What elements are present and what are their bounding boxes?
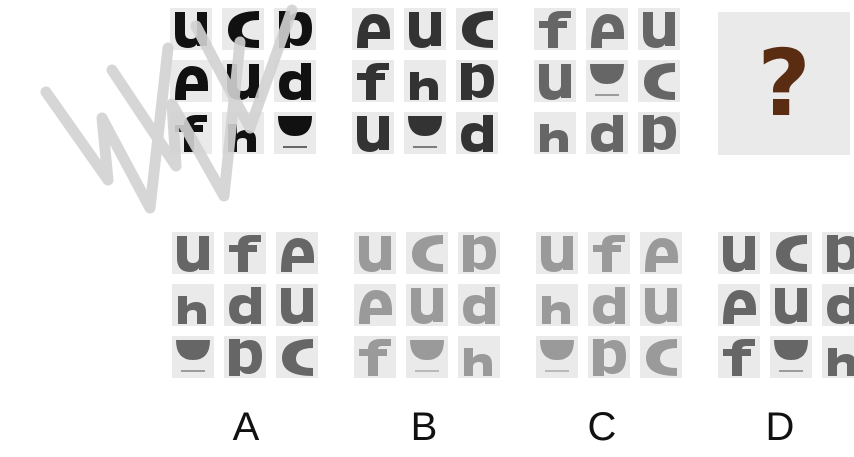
glyph-cell-h — [172, 284, 214, 326]
glyph-cell-a — [170, 8, 212, 50]
glyph-cell-f — [352, 60, 394, 102]
glyph-cell-h — [458, 336, 500, 378]
glyph-cell-bowl — [770, 336, 812, 378]
glyph-cell-p — [274, 8, 316, 50]
glyph-cell-h — [534, 112, 576, 154]
glyph-cell-d — [586, 112, 628, 154]
glyph-cell-p — [458, 232, 500, 274]
glyph-cell-h — [536, 284, 578, 326]
glyph-cell-e — [276, 232, 318, 274]
glyph-cell-c — [406, 232, 448, 274]
glyph-cell-d — [456, 112, 498, 154]
glyph-cell-e — [718, 284, 760, 326]
glyph-cell-c — [276, 336, 318, 378]
glyph-cell-a — [640, 284, 682, 326]
glyph-cell-p — [822, 232, 854, 274]
glyph-cell-d — [274, 60, 316, 102]
question-mark: ? — [757, 38, 810, 130]
glyph-cell-d — [822, 284, 854, 326]
glyph-cell-a — [638, 8, 680, 50]
option-b-label[interactable]: B — [384, 405, 464, 450]
option-b-grid — [354, 232, 500, 378]
question-grid-2 — [352, 8, 498, 154]
glyph-cell-f — [224, 232, 266, 274]
glyph-cell-e — [352, 8, 394, 50]
glyph-cell-c — [640, 336, 682, 378]
glyph-cell-c — [638, 60, 680, 102]
glyph-cell-p — [224, 336, 266, 378]
glyph-cell-p — [588, 336, 630, 378]
option-d-label[interactable]: D — [740, 405, 820, 450]
glyph-cell-a — [770, 284, 812, 326]
glyph-cell-h — [222, 112, 264, 154]
option-a-grid — [172, 232, 318, 378]
question-box: ? — [718, 12, 850, 155]
glyph-cell-a — [354, 232, 396, 274]
glyph-cell-h — [822, 336, 854, 378]
glyph-cell-bowl — [536, 336, 578, 378]
glyph-cell-bowl — [274, 112, 316, 154]
question-grid-1 — [170, 8, 316, 154]
option-d-grid — [718, 232, 854, 378]
glyph-cell-f — [588, 232, 630, 274]
glyph-cell-a — [534, 60, 576, 102]
glyph-cell-f — [534, 8, 576, 50]
glyph-cell-bowl — [172, 336, 214, 378]
glyph-cell-a — [352, 112, 394, 154]
glyph-cell-bowl — [586, 60, 628, 102]
glyph-cell-a — [404, 8, 446, 50]
glyph-cell-e — [640, 232, 682, 274]
option-c-grid — [536, 232, 682, 378]
question-grid-3 — [534, 8, 680, 154]
glyph-cell-bowl — [404, 112, 446, 154]
glyph-cell-e — [170, 60, 212, 102]
glyph-cell-a — [536, 232, 578, 274]
glyph-cell-p — [456, 60, 498, 102]
option-a-label[interactable]: A — [206, 405, 286, 450]
glyph-cell-a — [172, 232, 214, 274]
glyph-cell-a — [406, 284, 448, 326]
glyph-cell-a — [718, 232, 760, 274]
glyph-cell-f — [718, 336, 760, 378]
glyph-cell-h — [404, 60, 446, 102]
glyph-cell-a — [222, 60, 264, 102]
glyph-cell-c — [222, 8, 264, 50]
glyph-cell-a — [276, 284, 318, 326]
glyph-cell-e — [354, 284, 396, 326]
glyph-cell-f — [354, 336, 396, 378]
glyph-cell-d — [588, 284, 630, 326]
glyph-cell-c — [770, 232, 812, 274]
option-c-label[interactable]: C — [562, 405, 642, 450]
glyph-cell-bowl — [406, 336, 448, 378]
glyph-cell-f — [170, 112, 212, 154]
glyph-cell-c — [456, 8, 498, 50]
glyph-cell-d — [224, 284, 266, 326]
glyph-cell-p — [638, 112, 680, 154]
glyph-cell-e — [586, 8, 628, 50]
glyph-cell-d — [458, 284, 500, 326]
